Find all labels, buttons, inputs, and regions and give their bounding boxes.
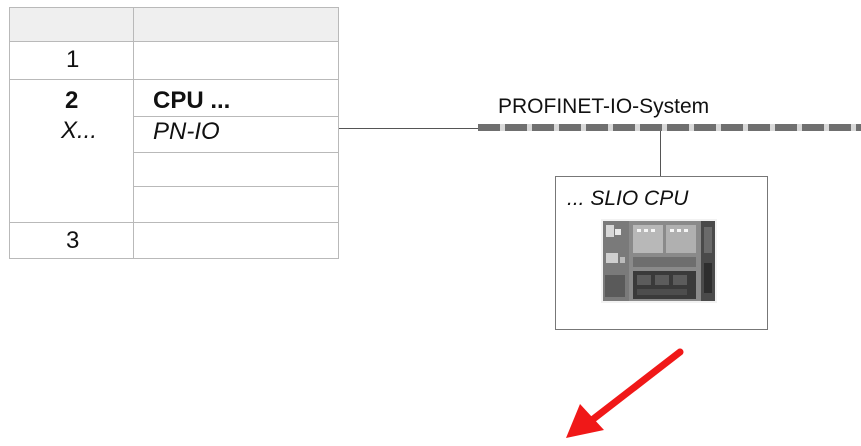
- table-column-divider: [133, 8, 134, 258]
- device-title: ... SLIO CPU: [567, 187, 689, 210]
- pn-io-submodule[interactable]: PN-IO: [153, 118, 220, 145]
- slot-2-subslot: X...: [61, 117, 98, 144]
- row-divider: [134, 152, 338, 153]
- table-header-row: [10, 8, 338, 42]
- row-divider: [134, 186, 338, 187]
- slio-cpu-module-image: [601, 219, 717, 303]
- row-divider: [10, 79, 338, 80]
- slot-2-number: 2: [65, 87, 79, 114]
- pn-io-connection-line: [339, 128, 479, 129]
- row-divider: [10, 222, 338, 223]
- device-connection-line: [660, 131, 661, 176]
- red-arrow-indicator: [566, 348, 684, 438]
- row-divider: [134, 116, 338, 117]
- slio-cpu-device[interactable]: ... SLIO CPU: [555, 176, 768, 330]
- profinet-bus[interactable]: [478, 124, 861, 131]
- slot-3-number: 3: [66, 227, 80, 254]
- cpu-module-name[interactable]: CPU ...: [153, 87, 231, 114]
- hardware-config-table: 1 2 X... CPU ... PN-IO 3: [9, 7, 339, 259]
- slot-1-number: 1: [66, 46, 80, 73]
- profinet-system-label: PROFINET-IO-System: [498, 95, 710, 118]
